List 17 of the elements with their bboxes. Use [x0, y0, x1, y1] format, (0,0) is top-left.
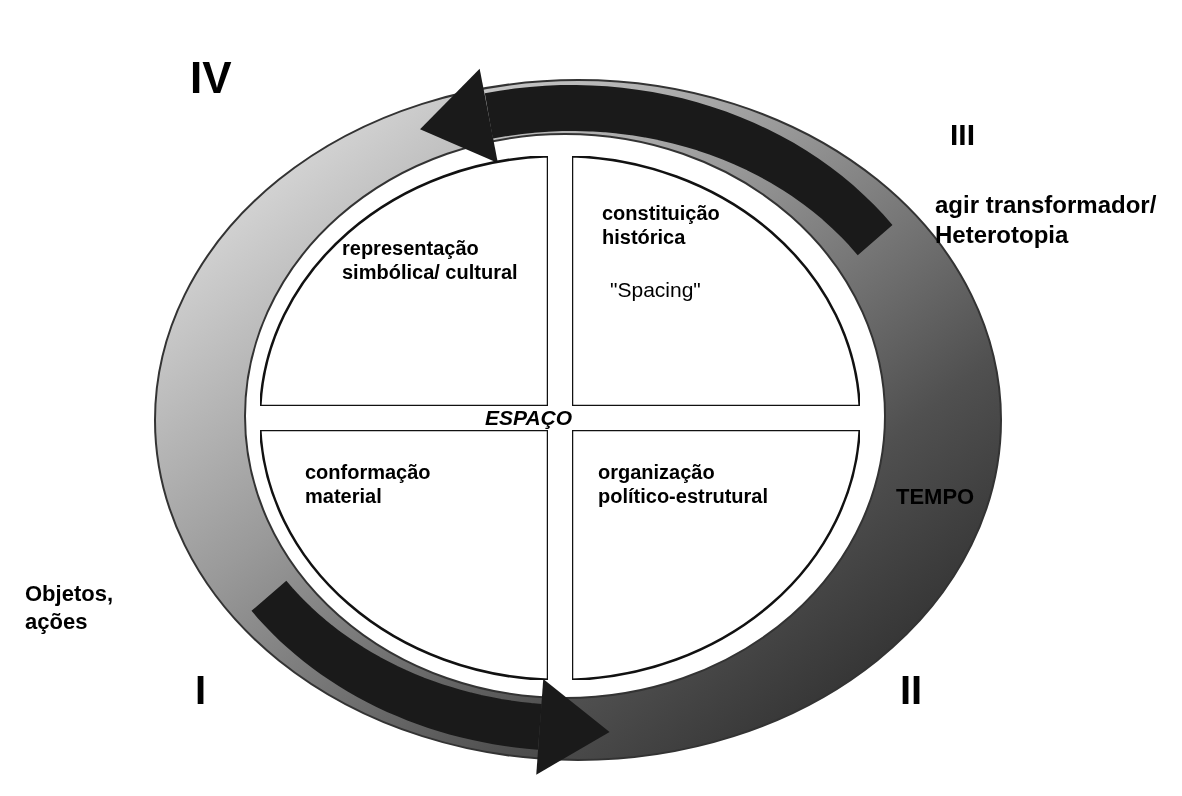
quadrant-shape — [260, 156, 548, 406]
quadrant-label: constituição histórica — [602, 201, 721, 249]
quadrant-label: conformação material — [305, 460, 432, 508]
quadrant-shape — [572, 156, 860, 406]
quadrant-label: representação simbólica/ cultural — [342, 236, 519, 284]
label-text: I — [195, 667, 207, 714]
quadrant-shape — [260, 430, 548, 680]
label-text: IV — [190, 52, 232, 104]
label-text: TEMPO — [896, 483, 975, 511]
quadrant-shape — [572, 430, 860, 680]
label-text: agir transformador/ Heterotopia — [935, 190, 1158, 250]
quadrant-note: "Spacing" — [610, 277, 701, 303]
label-text: Objetos, ações — [25, 580, 114, 636]
label-text: III — [950, 117, 975, 153]
label-text: II — [900, 667, 923, 714]
label-text: ESPAÇO — [485, 406, 573, 429]
quadrant-label: organização político-estrutural — [598, 460, 769, 508]
